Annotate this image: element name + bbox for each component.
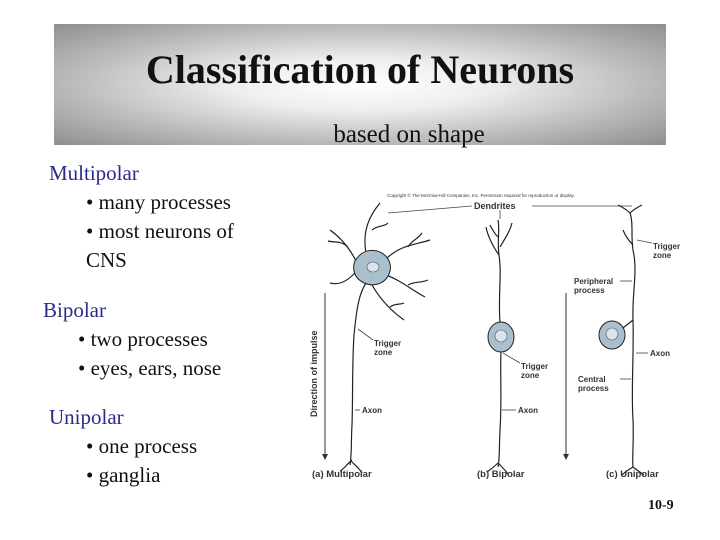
- bullet-item: • ganglia: [86, 463, 161, 487]
- label-trigger-right-2: zone: [653, 251, 672, 260]
- label-trigger-right-1: Trigger: [653, 242, 680, 251]
- unipolar-nucleus: [605, 327, 619, 341]
- bullet-item: • many processes: [86, 190, 231, 214]
- section-heading: Unipolar: [49, 405, 124, 429]
- label-central-1: Central: [578, 375, 606, 384]
- section-heading: Bipolar: [43, 298, 106, 322]
- bullet-item: • one process: [86, 434, 198, 458]
- bullet-item: CNS: [86, 248, 127, 272]
- caption-unipolar: (c) Unipolar: [606, 469, 659, 480]
- neuron-figure: Copyright © The McGraw-Hill Companies, I…: [300, 185, 700, 485]
- bipolar-neuron: [485, 219, 513, 475]
- multipolar-nucleus: [366, 261, 380, 273]
- label-peripheral-2: process: [574, 286, 605, 295]
- bipolar-nucleus: [494, 329, 508, 343]
- caption-bipolar: (b) Bipolar: [477, 469, 525, 480]
- section-multipolar: Multipolar • many processes • most neuro…: [49, 159, 234, 275]
- caption-multipolar: (a) Multipolar: [312, 469, 372, 480]
- slide-subtitle: based on shape: [333, 121, 485, 148]
- section-unipolar: Unipolar • one process • ganglia: [49, 403, 197, 490]
- label-dendrites: Dendrites: [474, 201, 516, 211]
- slide-title: Classification of Neurons: [145, 47, 575, 92]
- label-peripheral-1: Peripheral: [574, 277, 613, 286]
- trigger-pointer-left: [357, 328, 374, 341]
- label-trigger-left-2: zone: [374, 348, 393, 357]
- copyright-notice: Copyright © The McGraw-Hill Companies, I…: [387, 192, 575, 198]
- trigger-pointer-right: [636, 239, 653, 244]
- label-central-2: process: [578, 384, 609, 393]
- multipolar-neuron: [327, 202, 431, 474]
- bullet-item: • most neurons of: [86, 219, 234, 243]
- bullet-item: • eyes, ears, nose: [78, 356, 222, 380]
- trigger-pointer-mid: [502, 352, 521, 364]
- neuron-diagram: Copyright © The McGraw-Hill Companies, I…: [309, 192, 680, 480]
- label-trigger-left-1: Trigger: [374, 339, 401, 348]
- label-trigger-mid-1: Trigger: [521, 362, 548, 371]
- label-axon-right: Axon: [650, 349, 670, 358]
- label-axon-mid: Axon: [518, 406, 538, 415]
- bullet-item: • two processes: [78, 327, 208, 351]
- section-heading: Multipolar: [49, 161, 139, 185]
- label-trigger-mid-2: zone: [521, 371, 540, 380]
- label-direction: Direction of impulse: [309, 330, 319, 417]
- page-number: 10-9: [648, 498, 674, 513]
- section-bipolar: Bipolar • two processes • eyes, ears, no…: [43, 296, 221, 383]
- title-banner: Classification of Neurons based on shape: [54, 24, 666, 148]
- label-axon-left: Axon: [362, 406, 382, 415]
- dendrites-pointer: [387, 205, 632, 219]
